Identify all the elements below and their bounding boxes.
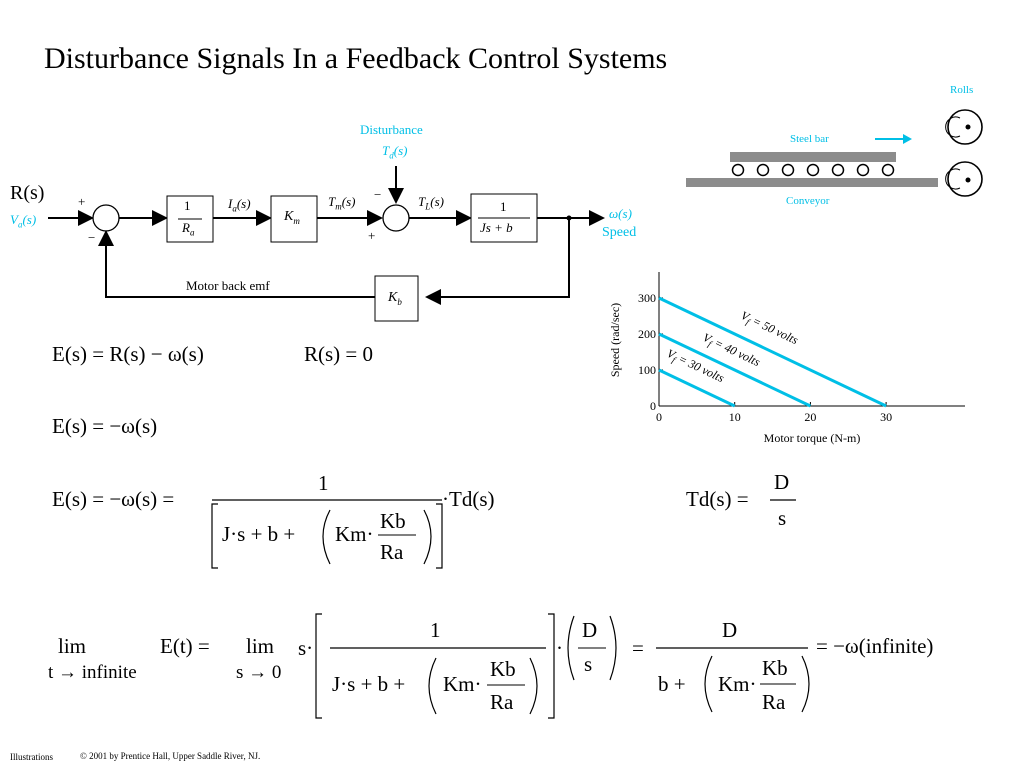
td-equation-lhs: Td(s) =	[686, 487, 749, 511]
d-over-s-denominator: s	[584, 652, 593, 676]
block-1-denominator: Ra	[182, 220, 195, 238]
big-fraction-den-ra: Ra	[490, 690, 514, 714]
td-label: Td(s)	[382, 143, 408, 161]
ia-label: Ia(s)	[228, 196, 251, 214]
roller	[831, 163, 845, 177]
result-tail: = −ω(infinite)	[816, 634, 934, 658]
plus-sign-2: +	[368, 228, 376, 243]
r-s-label: R(s)	[10, 182, 45, 204]
y-tick-label: 0	[650, 399, 656, 413]
steel-bar	[730, 152, 896, 162]
equation-3-numerator: 1	[318, 471, 329, 495]
equation-1b: R(s) = 0	[304, 342, 374, 366]
rolls-icon	[945, 109, 983, 197]
block-2-denominator: Js + b	[480, 220, 513, 235]
series-line	[658, 332, 812, 408]
equation-1: E(s) = R(s) − ω(s)	[52, 342, 204, 366]
result-den-a: b +	[658, 672, 686, 696]
equals-sign: =	[632, 636, 644, 660]
block-1-numerator: 1	[184, 198, 191, 213]
km-label: Km	[284, 209, 300, 226]
s-dot: s·	[298, 636, 314, 660]
td-denominator: s	[778, 506, 787, 530]
roller	[731, 163, 745, 177]
roller	[781, 163, 795, 177]
plus-sign-1: +	[78, 194, 86, 209]
big-fraction-den-a: J·s + b +	[332, 672, 406, 696]
equation-2: E(s) = −ω(s)	[52, 414, 158, 438]
back-emf-label: Motor back emf	[186, 278, 270, 293]
speed-label: Speed	[602, 225, 637, 240]
steel-bar-label: Steel bar	[790, 133, 829, 145]
lim-2-subscript: s → 0	[236, 662, 282, 683]
conveyor-label: Conveyor	[786, 195, 830, 207]
roller	[881, 163, 895, 177]
td-numerator: D	[774, 470, 790, 494]
equation-3-tail: ·Td(s)	[442, 487, 495, 511]
series-line	[658, 296, 887, 408]
block-2-numerator: 1	[500, 199, 507, 214]
page-title: Disturbance Signals In a Feedback Contro…	[44, 42, 668, 75]
footer-illustrations: Illustrations	[10, 752, 53, 762]
x-tick-label: 20	[804, 410, 816, 424]
x-axis-label: Motor torque (N-m)	[764, 431, 861, 445]
equation-3-den-km: Km·	[335, 522, 374, 546]
d-over-s-numerator: D	[582, 618, 598, 642]
roller	[756, 163, 770, 177]
roller	[856, 163, 870, 177]
lim-1-subscript: t → infinite	[48, 662, 137, 683]
kb-label: Kb	[388, 290, 402, 307]
footer-copyright: © 2001 by Prentice Hall, Upper Saddle Ri…	[80, 751, 261, 761]
series-line	[658, 368, 736, 408]
et-label: E(t) =	[160, 634, 210, 658]
va-label: Va(s)	[10, 212, 37, 230]
multiply-dot: ·	[556, 636, 563, 660]
disturbance-label: Disturbance	[360, 122, 423, 137]
result-numerator: D	[722, 618, 738, 642]
y-axis-label: Speed (rad/sec)	[608, 303, 622, 377]
lim-2: lim	[246, 634, 275, 658]
block-km	[270, 195, 318, 243]
big-fraction-numerator: 1	[430, 618, 441, 642]
equation-3-lhs: E(s) = −ω(s) =	[52, 487, 175, 511]
x-tick-label: 30	[880, 410, 892, 424]
x-tick-label: 10	[729, 410, 741, 424]
equation-3-den-kb: Kb	[380, 509, 406, 533]
result-den-km: Km·	[718, 672, 757, 696]
rolls-label: Rolls	[950, 84, 974, 96]
direction-arrow	[903, 134, 912, 144]
y-tick-label: 100	[638, 363, 656, 377]
tm-label: Tm(s)	[328, 194, 356, 212]
tl-label: TL(s)	[418, 194, 444, 212]
equation-3-den-a: J·s + b +	[222, 522, 296, 546]
minus-sign-2: −	[374, 187, 382, 202]
x-tick-label: 0	[656, 410, 662, 424]
roller	[806, 163, 820, 177]
big-fraction-den-kb: Kb	[490, 657, 516, 681]
result-den-ra: Ra	[762, 690, 786, 714]
big-fraction-den-km: Km·	[443, 672, 482, 696]
omega-label: ω(s)	[609, 206, 632, 221]
equation-3-den-ra: Ra	[380, 540, 404, 564]
result-den-kb: Kb	[762, 656, 788, 680]
conveyor-bed	[686, 178, 938, 187]
y-tick-label: 200	[638, 327, 656, 341]
lim-1: lim	[58, 634, 87, 658]
y-tick-label: 300	[638, 291, 656, 305]
minus-sign-1: −	[88, 230, 96, 245]
block-kb	[374, 275, 419, 322]
